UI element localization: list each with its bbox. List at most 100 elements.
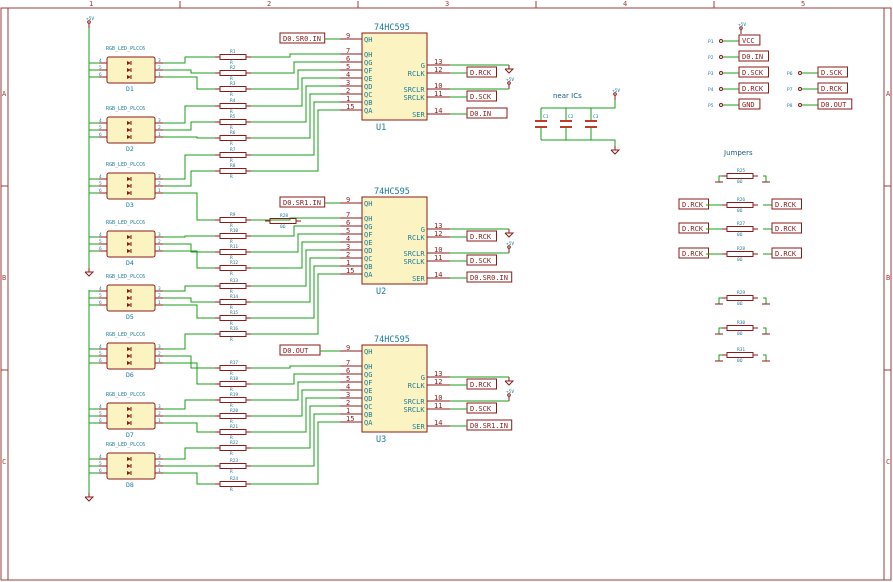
led-pin-num: 3 xyxy=(158,454,161,460)
ic-title: 74HC595 xyxy=(374,23,410,33)
ic-pin-number: 7 xyxy=(346,211,350,219)
net-label-text: D.RCK xyxy=(682,225,704,233)
net-label-box xyxy=(466,90,497,102)
resistor-value: R xyxy=(230,92,233,98)
resistor-to-ic-wire xyxy=(251,241,340,269)
jumper-wire xyxy=(718,175,722,182)
power-symbol: +5V xyxy=(612,88,620,100)
ic-pin-name: QA xyxy=(364,107,373,115)
resistor-value: R xyxy=(230,419,233,425)
resistor-to-ic-wire xyxy=(251,77,340,107)
led-pin-num: 4 xyxy=(99,454,102,460)
power-dot xyxy=(507,393,511,397)
ic-pin-number: 9 xyxy=(346,196,350,204)
led-to-resistor-wire xyxy=(163,136,215,139)
jumper-wire xyxy=(763,297,767,304)
resistor-body xyxy=(219,103,247,109)
ic-pin-number: 10 xyxy=(434,246,442,254)
connector-pad xyxy=(719,87,723,91)
led-to-resistor-wire xyxy=(163,192,215,221)
resistor-array: R1RR2RR3RR4RR5RR6RR7RR8RR9RR10RR11RR12RR… xyxy=(163,49,251,493)
net-label-box xyxy=(738,82,769,94)
led-pin-num: 2 xyxy=(158,239,161,245)
led-ref: D6 xyxy=(126,371,134,379)
qh-output-label: D0.SR0.IN xyxy=(279,32,326,44)
ic-pin-number: 4 xyxy=(346,71,350,79)
net-label-box xyxy=(678,198,709,210)
resistor-value: 0Ω xyxy=(737,301,743,307)
led-diode-icon xyxy=(127,361,131,365)
net-label-text: D.SCK xyxy=(821,69,843,77)
resistor-value: R xyxy=(230,289,233,295)
led-ref: D5 xyxy=(126,313,134,321)
ic-pin-name: G xyxy=(421,226,425,234)
ground-symbol xyxy=(504,65,515,74)
resistor-ref: R18 xyxy=(230,376,238,382)
net-label-text: D0.SR0.IN xyxy=(283,35,321,43)
led-to-resistor-wire xyxy=(163,69,215,74)
led-pin-num: 4 xyxy=(99,404,102,410)
resistor-ref: R1 xyxy=(230,49,236,55)
resistor-ref: R10 xyxy=(230,228,238,234)
resistor-body xyxy=(726,202,754,208)
net-label-box xyxy=(466,271,513,283)
resistor-value: R xyxy=(230,60,233,66)
ic-title: 74HC595 xyxy=(374,187,410,197)
ic-pin-name: SER xyxy=(412,111,425,119)
net-label-box xyxy=(738,34,761,46)
led-pin-num: 3 xyxy=(158,232,161,238)
ic-pin-name: SRCLR xyxy=(404,398,426,406)
resistor-r9: R9R xyxy=(215,212,251,229)
net-label-text: D.RCK xyxy=(470,69,492,77)
ic-pin-number: 15 xyxy=(346,267,354,275)
led-pin-num: 3 xyxy=(158,404,161,410)
resistor-body xyxy=(219,315,247,321)
led-pin-num: 1 xyxy=(158,246,161,252)
jumper-wire xyxy=(763,354,767,361)
net-label-text: D0.SR1.IN xyxy=(283,199,321,207)
resistor-body xyxy=(219,119,247,125)
resistor-value: 0Ω xyxy=(737,232,743,238)
ic-pin-number: 15 xyxy=(346,103,354,111)
net-label-box xyxy=(466,66,497,78)
ic-pin-name: SRCLK xyxy=(404,258,426,266)
ground-triangle xyxy=(84,271,95,277)
ground-symbol xyxy=(610,146,621,155)
led-diode-icon xyxy=(127,421,131,425)
led-to-resistor-wire xyxy=(163,250,215,269)
led-value: RGB_LED_PLCC6 xyxy=(106,46,145,52)
resistor-ref: R9 xyxy=(230,212,236,218)
resistor-value: 0Ω xyxy=(737,208,743,214)
capacitor-c1: C1 xyxy=(535,108,549,140)
ic-pin-name: QH xyxy=(364,36,372,44)
ic-pin-number: 11 xyxy=(434,254,442,262)
power-dot xyxy=(739,26,743,30)
resistor-r5: R5R xyxy=(215,114,251,131)
resistor-ref: R6 xyxy=(230,130,236,136)
resistor-ref: R11 xyxy=(230,244,238,250)
resistor-ref: R21 xyxy=(230,424,238,430)
led-diode-icon xyxy=(127,457,131,461)
resistor-r7: R7R xyxy=(215,147,251,164)
net-label-box xyxy=(466,419,513,431)
net-label-text: GND xyxy=(742,101,755,109)
resistor-ref: R16 xyxy=(230,326,238,332)
jumper-right-label: D.RCK xyxy=(771,198,802,210)
ic-pin-name: QH xyxy=(364,363,372,371)
led-to-resistor-wire xyxy=(163,362,215,385)
connector-pad xyxy=(719,55,723,59)
led-to-resistor-wire xyxy=(163,447,215,460)
net-label-text: D.SCK xyxy=(470,93,492,101)
connector-pin-ref: P4 xyxy=(708,87,714,93)
net-label-box xyxy=(771,222,802,234)
ic-pin-name: G xyxy=(421,374,425,382)
net-label-box xyxy=(466,378,497,390)
